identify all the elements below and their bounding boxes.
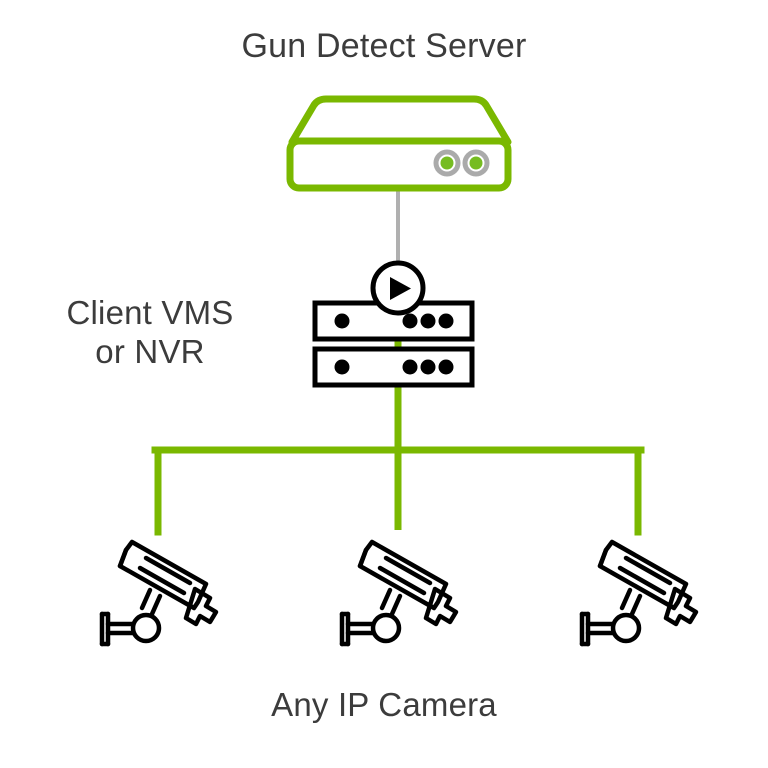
camera-bus-connector — [151, 446, 645, 536]
play-icon — [370, 260, 426, 316]
rack-unit-top — [312, 300, 475, 342]
cctv-camera-icon-1 — [99, 539, 219, 647]
server-led-indicators — [433, 149, 490, 177]
client-vms-label-line2: or NVR — [95, 332, 205, 370]
server-appliance-icon — [286, 95, 512, 192]
cctv-camera-icon-3 — [579, 539, 699, 647]
page-title: Gun Detect Server — [241, 27, 527, 65]
camera-caption: Any IP Camera — [271, 686, 497, 723]
rack-unit-bottom — [312, 346, 475, 388]
cctv-camera-icon-2 — [339, 539, 459, 647]
client-vms-label-line1: Client VMS — [66, 294, 234, 331]
